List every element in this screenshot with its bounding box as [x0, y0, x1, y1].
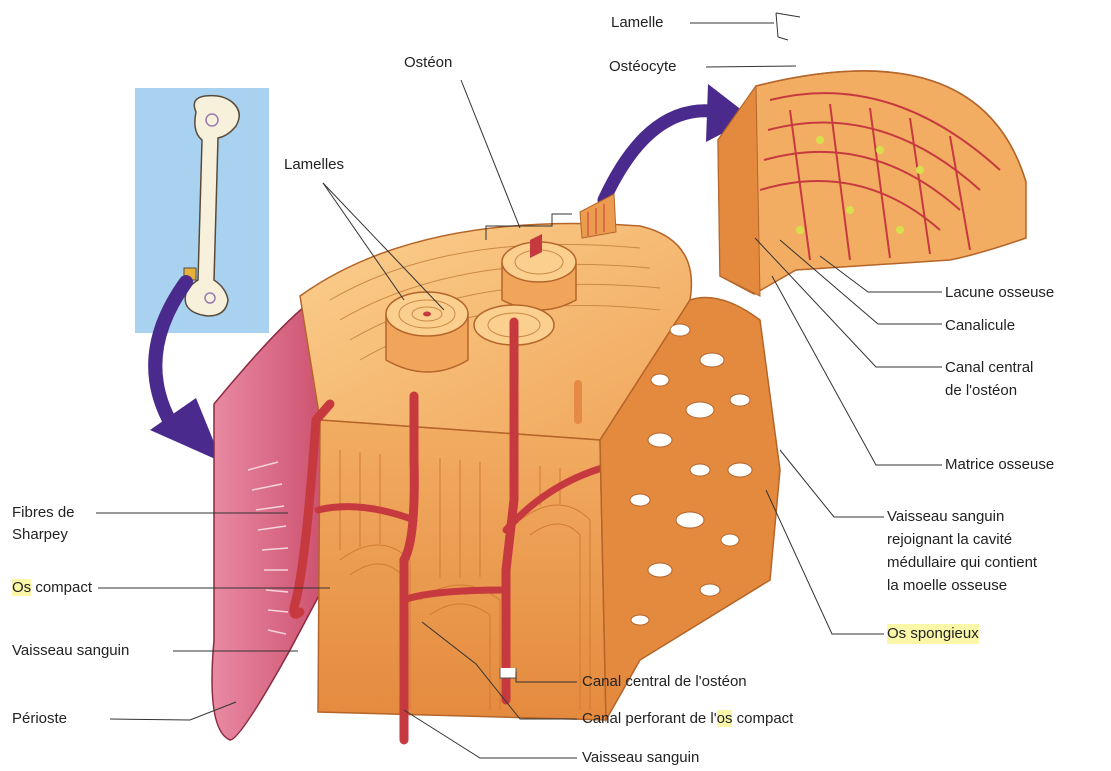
label-canal-perforant-prefix: Canal perforant de l'	[582, 710, 717, 727]
label-os-spongieux: Os spongieux	[887, 624, 979, 644]
label-canal-central-line1: Canal central	[945, 358, 1033, 378]
label-matrice-osseuse: Matrice osseuse	[945, 455, 1054, 475]
label-vaisseau-sanguin-bottom: Vaisseau sanguin	[582, 748, 699, 768]
label-vaisseau-cavite-line1: Vaisseau sanguin	[887, 507, 1004, 527]
label-os-compact: Os compact	[12, 578, 92, 598]
label-fibres-line2: Sharpey	[12, 525, 68, 545]
label-lacune-osseuse: Lacune osseuse	[945, 283, 1054, 303]
label-vaisseau-cavite-line4: la moelle osseuse	[887, 576, 1007, 596]
label-os-compact-rest: compact	[31, 579, 92, 596]
label-canal-perforant: Canal perforant de l'os compact	[582, 709, 793, 729]
label-canal-central-line2: de l'ostéon	[945, 381, 1017, 401]
label-vaisseau-cavite-line3: médullaire qui contient	[887, 553, 1037, 573]
label-perioste: Périoste	[12, 709, 67, 729]
label-lamelle: Lamelle	[611, 13, 664, 33]
label-lamelles: Lamelles	[284, 155, 344, 175]
label-canal-central-bottom: Canal central de l'ostéon	[582, 672, 747, 692]
label-canal-perforant-os: os	[717, 710, 733, 727]
label-canalicule: Canalicule	[945, 316, 1015, 336]
label-vaisseau-sanguin-left: Vaisseau sanguin	[12, 641, 129, 661]
label-os-compact-highlight: Os	[12, 579, 31, 596]
label-fibres-line1: Fibres de	[12, 503, 75, 523]
label-osteocyte: Ostéocyte	[609, 57, 677, 77]
label-canal-perforant-suffix: compact	[732, 710, 793, 727]
label-vaisseau-cavite-line2: rejoignant la cavité	[887, 530, 1012, 550]
label-osteon: Ostéon	[404, 53, 452, 73]
